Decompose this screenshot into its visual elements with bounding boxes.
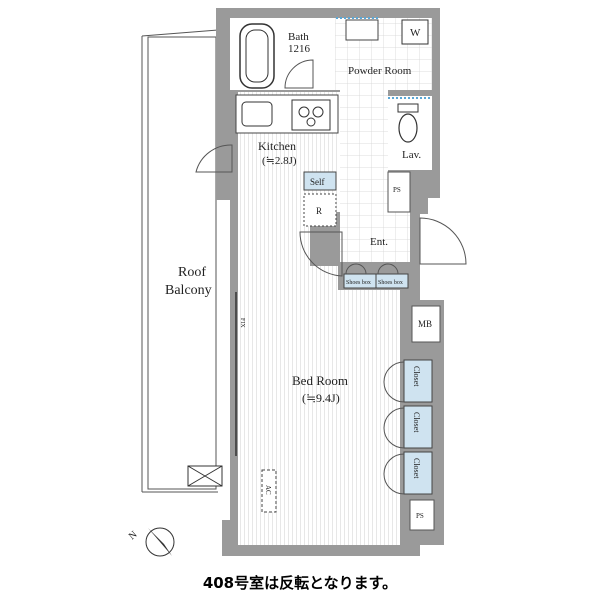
mb-label: MB	[418, 319, 432, 329]
roof-balcony-line2: Balcony	[165, 283, 212, 298]
ac-label: AC	[264, 485, 272, 495]
ac-unit	[261, 469, 277, 513]
lav-label: Lav.	[402, 149, 421, 161]
shoes-box-2	[375, 273, 409, 289]
mb-box	[411, 305, 441, 343]
ps-lower-shaft	[409, 499, 435, 531]
roof-balcony-area	[147, 36, 217, 490]
closet-3-label: Closet	[412, 458, 421, 479]
shoes-box-2-label: Shoes box	[378, 280, 403, 286]
fix-label: FIX	[239, 318, 245, 328]
self-label: Self	[310, 177, 325, 187]
closet-1-label: Closet	[412, 366, 421, 387]
kitchen-sink-icon	[241, 101, 273, 127]
closet-door-arcs	[383, 361, 405, 495]
closet-1	[403, 359, 433, 403]
bathtub-icon	[239, 23, 275, 89]
closet-3	[403, 451, 433, 495]
bedroom-door-icon	[299, 231, 343, 277]
bed-kitchen-floor	[238, 92, 400, 545]
fridge-label: R	[316, 206, 322, 216]
bed-room-label: Bed Room	[292, 373, 348, 388]
sink-icon	[345, 19, 379, 41]
bath-size-label: 1216	[288, 43, 311, 55]
ps-upper-label: PS	[393, 186, 401, 194]
toilet-icon	[398, 113, 418, 143]
stove-icon	[291, 99, 331, 131]
closet-2-label: Closet	[412, 412, 421, 433]
ps-lower-label: PS	[416, 512, 424, 520]
bath-door-icon	[284, 59, 314, 89]
bed-room-size-label: (≒9.4J)	[302, 391, 340, 405]
kitchen-label: Kitchen	[258, 139, 296, 153]
fridge-box	[303, 193, 337, 227]
bath-label: Bath	[288, 31, 309, 43]
entrance-label: Ent.	[370, 236, 388, 248]
kitchen-size-label: (≒2.8J)	[262, 155, 297, 167]
closet-2	[403, 405, 433, 449]
powder-room-label: Powder Room	[348, 65, 412, 77]
entrance-door-icon	[419, 217, 467, 265]
washer-label: W	[410, 27, 421, 39]
self-shelf	[303, 171, 337, 191]
floor-plan-caption: 408号室は反転となります。	[202, 574, 398, 592]
washer-box	[401, 19, 429, 45]
ps-upper-shaft	[387, 171, 411, 213]
roof-balcony-line1: Roof	[178, 265, 206, 280]
shoes-box-1-label: Shoes box	[346, 280, 371, 286]
corridor-floor	[340, 90, 410, 262]
kitchen-door-icon	[195, 144, 233, 173]
compass-letter: N	[127, 529, 140, 542]
compass-icon: N	[127, 527, 175, 557]
